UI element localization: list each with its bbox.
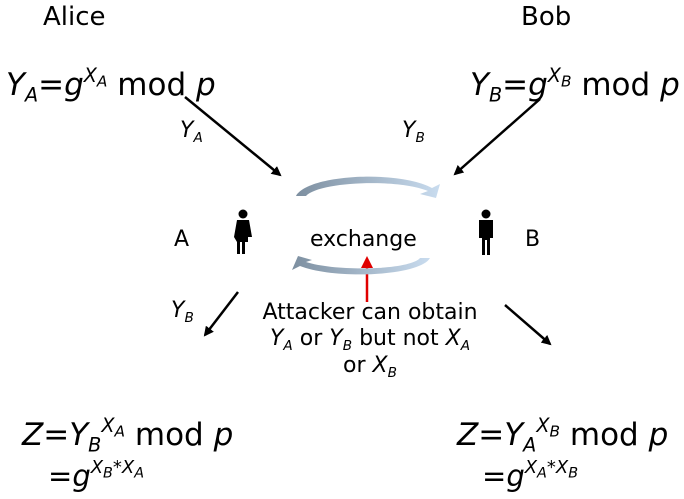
swirl-arrow-bottom [292, 256, 430, 275]
arrow-exchange-to-bob [504, 304, 552, 346]
exchange-label: exchange [310, 227, 417, 252]
alice-shared-secret: Z=YBXA mod p [22, 413, 234, 457]
person-female-icon [234, 209, 252, 254]
label-yb-received: YB [171, 298, 194, 326]
party-b-label: B [525, 227, 541, 252]
label-ya-sent: YA [180, 118, 203, 146]
swirl-arrow-top [296, 176, 440, 198]
attacker-line-3: or XB [343, 352, 397, 381]
bob-public-key-formula: YB=gXB mod p [470, 63, 680, 107]
bob-shared-secret-expanded: =gXA*XB [482, 457, 579, 493]
arrow-exchange-to-alice [203, 291, 239, 337]
attacker-note: Attacker can obtain YA or YB but not XA … [250, 300, 490, 379]
party-a-label: A [174, 227, 190, 252]
person-male-icon [479, 209, 493, 255]
arrow-bob-to-exchange [453, 98, 541, 176]
arrow-alice-to-exchange [184, 96, 282, 177]
alice-name: Alice [43, 2, 106, 32]
alice-shared-secret-expanded: =gXB*XA [48, 457, 145, 493]
bob-name: Bob [521, 2, 572, 32]
alice-public-key-formula: YA=gXA mod p [6, 63, 216, 107]
label-yb-sent: YB [402, 118, 425, 146]
attacker-line-2: YA or YB but not XA [269, 326, 471, 355]
bob-shared-secret: Z=YAXB mod p [457, 413, 669, 457]
attacker-line-1: Attacker can obtain [262, 300, 478, 325]
